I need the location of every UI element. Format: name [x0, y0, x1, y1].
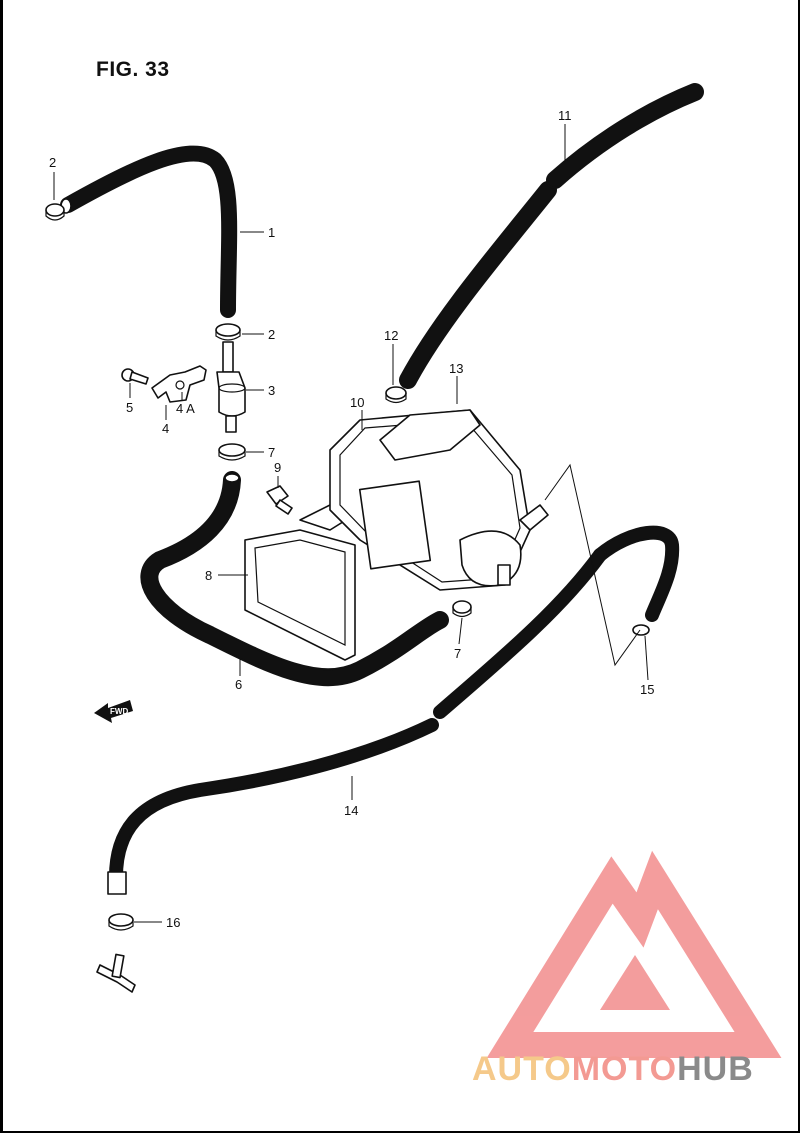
callout-3: 3	[268, 383, 275, 398]
clamp-2-center	[215, 323, 241, 341]
watermark-auto: AUTO	[472, 1050, 572, 1088]
callout-15: 15	[640, 682, 654, 697]
canister-10	[329, 409, 549, 591]
clamp-7-center	[218, 443, 246, 461]
watermark-moto: MOTO	[571, 1050, 678, 1088]
bolt-5	[121, 368, 149, 385]
watermark-text: AUTOMOTOHUB	[472, 1050, 754, 1089]
callout-2-center: 2	[268, 327, 275, 342]
watermark-logo-mark	[486, 850, 782, 1058]
callout-9: 9	[274, 460, 281, 475]
leader-lines	[53, 124, 649, 923]
hose-15	[593, 525, 680, 636]
clamp-7-right	[452, 600, 472, 618]
clamp-2-top	[45, 203, 65, 221]
hose-11	[399, 83, 704, 389]
figure-title: FIG. 33	[96, 58, 170, 81]
callout-12: 12	[384, 328, 398, 343]
callout-5: 5	[126, 400, 133, 415]
clamp-12	[385, 386, 407, 404]
guide-lines	[544, 463, 641, 667]
t-joint	[96, 953, 136, 993]
scan-border-bottom	[0, 1131, 800, 1133]
callout-7-center: 7	[268, 445, 275, 460]
callout-1: 1	[268, 225, 275, 240]
bracket-4	[151, 365, 207, 403]
callout-8: 8	[205, 568, 212, 583]
callout-4: 4	[162, 421, 169, 436]
callout-13: 13	[449, 361, 463, 376]
callout-16: 16	[166, 915, 180, 930]
scan-border-left	[0, 0, 3, 1133]
callout-6: 6	[235, 677, 242, 692]
clamp-16	[108, 913, 134, 931]
callout-2-top: 2	[49, 155, 56, 170]
hose-14	[107, 548, 607, 895]
callout-7-right: 7	[454, 646, 461, 661]
hose-1	[60, 145, 238, 318]
bolt-9	[266, 485, 293, 515]
fwd-arrow-text: FWD	[110, 707, 128, 716]
callout-11: 11	[558, 108, 572, 123]
filter-3	[216, 341, 246, 433]
callout-labels: 1 2 2 3 4 4 A 5 6 7 7 8 9 10 11 12 13 14…	[49, 108, 654, 930]
scan-border-right	[798, 0, 800, 1133]
fwd-arrow-icon: FWD	[94, 700, 133, 723]
callout-10: 10	[350, 395, 364, 410]
hose-6	[140, 471, 449, 687]
callout-14: 14	[344, 803, 358, 818]
watermark-hub: HUB	[677, 1050, 754, 1088]
watermark-triangle-icon	[486, 850, 782, 1058]
callout-4a: 4 A	[176, 401, 195, 416]
